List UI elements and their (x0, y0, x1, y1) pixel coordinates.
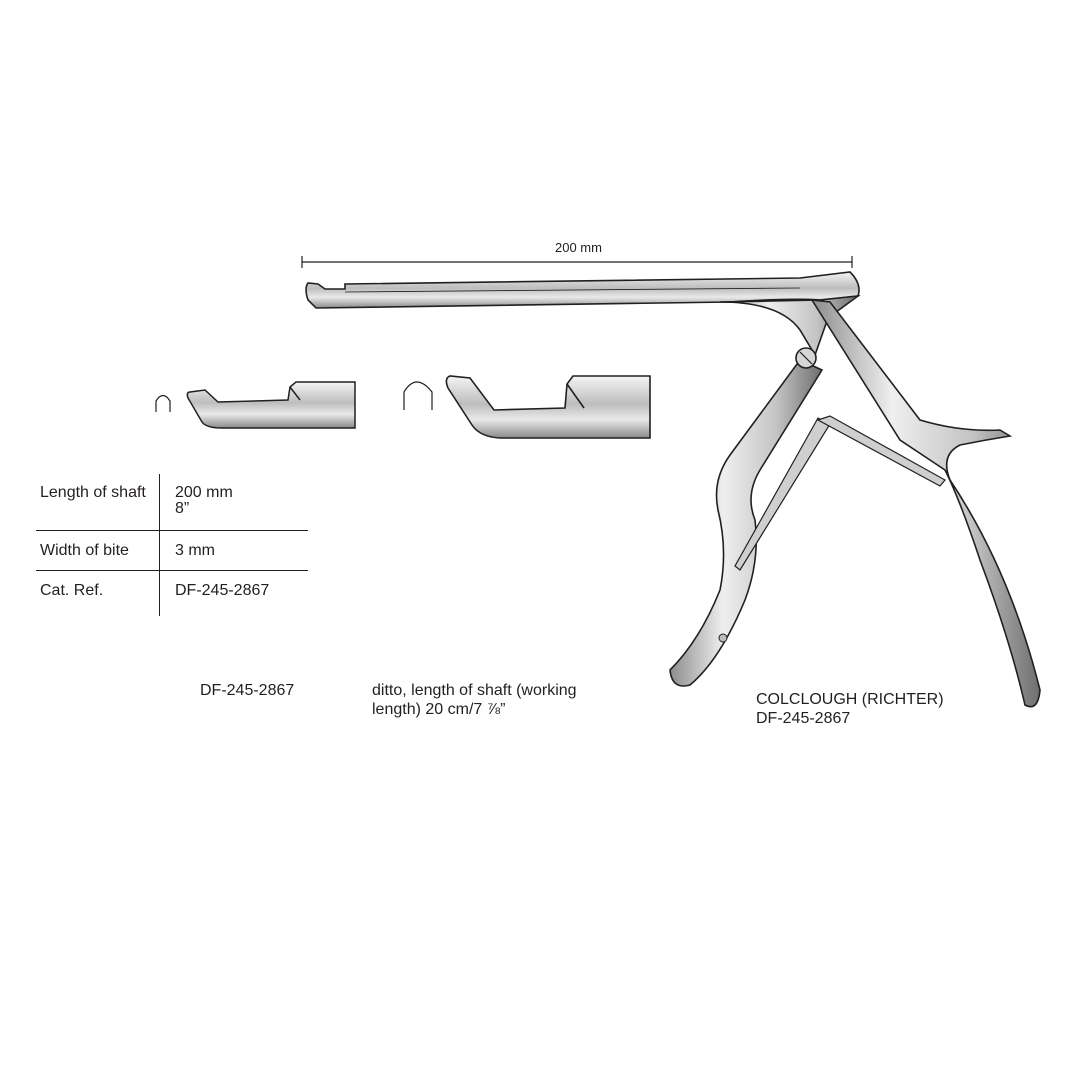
spec-value-shaft-length-mm: 200 mm (175, 484, 233, 501)
spec-label-bite-width: Width of bite (40, 542, 129, 559)
table-divider (36, 530, 308, 531)
tip-detail-small (186, 381, 356, 429)
spec-label-shaft-length: Length of shaft (40, 484, 146, 501)
instrument-name: COLCLOUGH (RICHTER) (756, 691, 944, 708)
dimension-line (301, 256, 853, 268)
spec-value-shaft-length-in: 8” (175, 500, 190, 517)
bite-profile-large-icon (403, 381, 433, 410)
bite-profile-small-icon (155, 394, 171, 412)
instrument-ref: DF-245-2867 (756, 710, 851, 727)
spec-value-bite-width: 3 mm (175, 542, 215, 559)
tip-detail-large (445, 375, 651, 439)
caption-tip-large-line1: ditto, length of shaft (working (372, 682, 577, 699)
caption-tip-small: DF-245-2867 (200, 682, 295, 699)
table-divider-vertical (159, 474, 160, 616)
instrument-shaft (305, 271, 860, 309)
caption-tip-large-line2: length) 20 cm/7 ⅞” (372, 701, 506, 718)
table-divider (36, 570, 308, 571)
dimension-label: 200 mm (555, 240, 602, 255)
spec-label-cat-ref: Cat. Ref. (40, 582, 104, 599)
spec-value-cat-ref: DF-245-2867 (175, 582, 270, 599)
instrument-handles (669, 294, 1041, 708)
spec-table: Length of shaft 200 mm 8” Width of bite … (36, 474, 308, 619)
